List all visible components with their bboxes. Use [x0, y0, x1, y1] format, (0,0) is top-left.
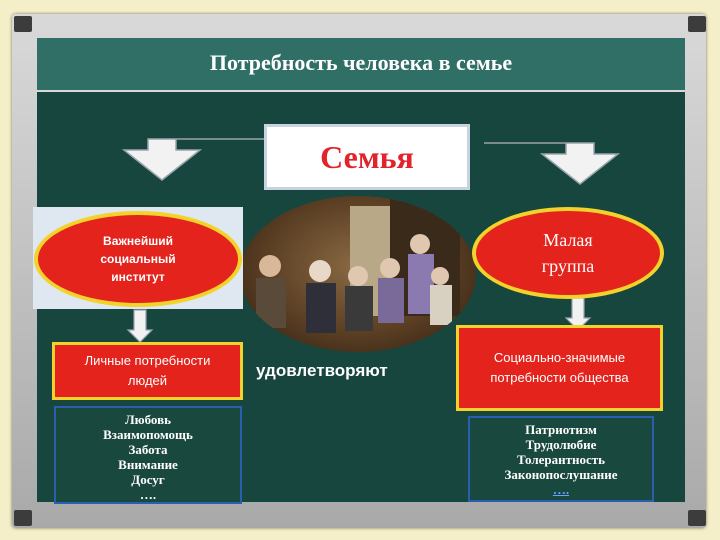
list-item: Досуг	[131, 472, 165, 487]
personal-needs-list: Любовь Взаимопомощь Забота Внимание Досу…	[54, 406, 242, 504]
list-item: ….	[552, 482, 570, 497]
small-group-ellipse: Малая группа	[472, 207, 664, 299]
frame-corner	[14, 16, 32, 32]
social-institute-label: Важнейший социальный институт	[100, 234, 176, 284]
social-institute-ellipse: Важнейший социальный институт	[34, 211, 242, 307]
frame-corner	[688, 16, 706, 32]
list-item: Трудолюбие	[525, 437, 597, 452]
arrow-left-elbow	[121, 138, 264, 181]
list-item: Взаимопомощь	[103, 427, 193, 442]
family-photo-illustration	[256, 196, 460, 333]
arrow-right-elbow	[484, 142, 621, 185]
satisfy-label: удовлетворяют	[256, 361, 388, 380]
arrow-down-right	[564, 297, 592, 331]
list-item: Забота	[128, 442, 168, 457]
list-item: Внимание	[118, 457, 178, 472]
slide-title: Потребность человека в семье	[209, 50, 513, 75]
list-item: Любовь	[124, 412, 172, 427]
small-group-label: Малая группа	[541, 230, 595, 276]
list-item: Патриотизм	[525, 422, 597, 437]
social-needs-label: Социально-значимые потребности общества	[490, 350, 629, 385]
personal-needs-label: Личные потребности людей	[84, 353, 211, 388]
family-title: Семья	[320, 139, 414, 175]
social-needs-box: Социально-значимые потребности общества	[456, 325, 663, 411]
family-title-box: Семья	[264, 124, 470, 190]
list-item: Законопослушание	[504, 467, 618, 482]
frame-corner	[688, 510, 706, 526]
arrow-down-left	[126, 309, 154, 343]
title-bar: Потребность человека в семье	[37, 38, 685, 92]
personal-needs-box: Личные потребности людей	[52, 342, 243, 400]
social-needs-list: Патриотизм Трудолюбие Толерантность Зако…	[468, 416, 654, 502]
list-item: ….	[139, 487, 157, 502]
frame-corner	[14, 510, 32, 526]
list-item: Толерантность	[516, 452, 606, 467]
family-photo	[240, 196, 476, 352]
